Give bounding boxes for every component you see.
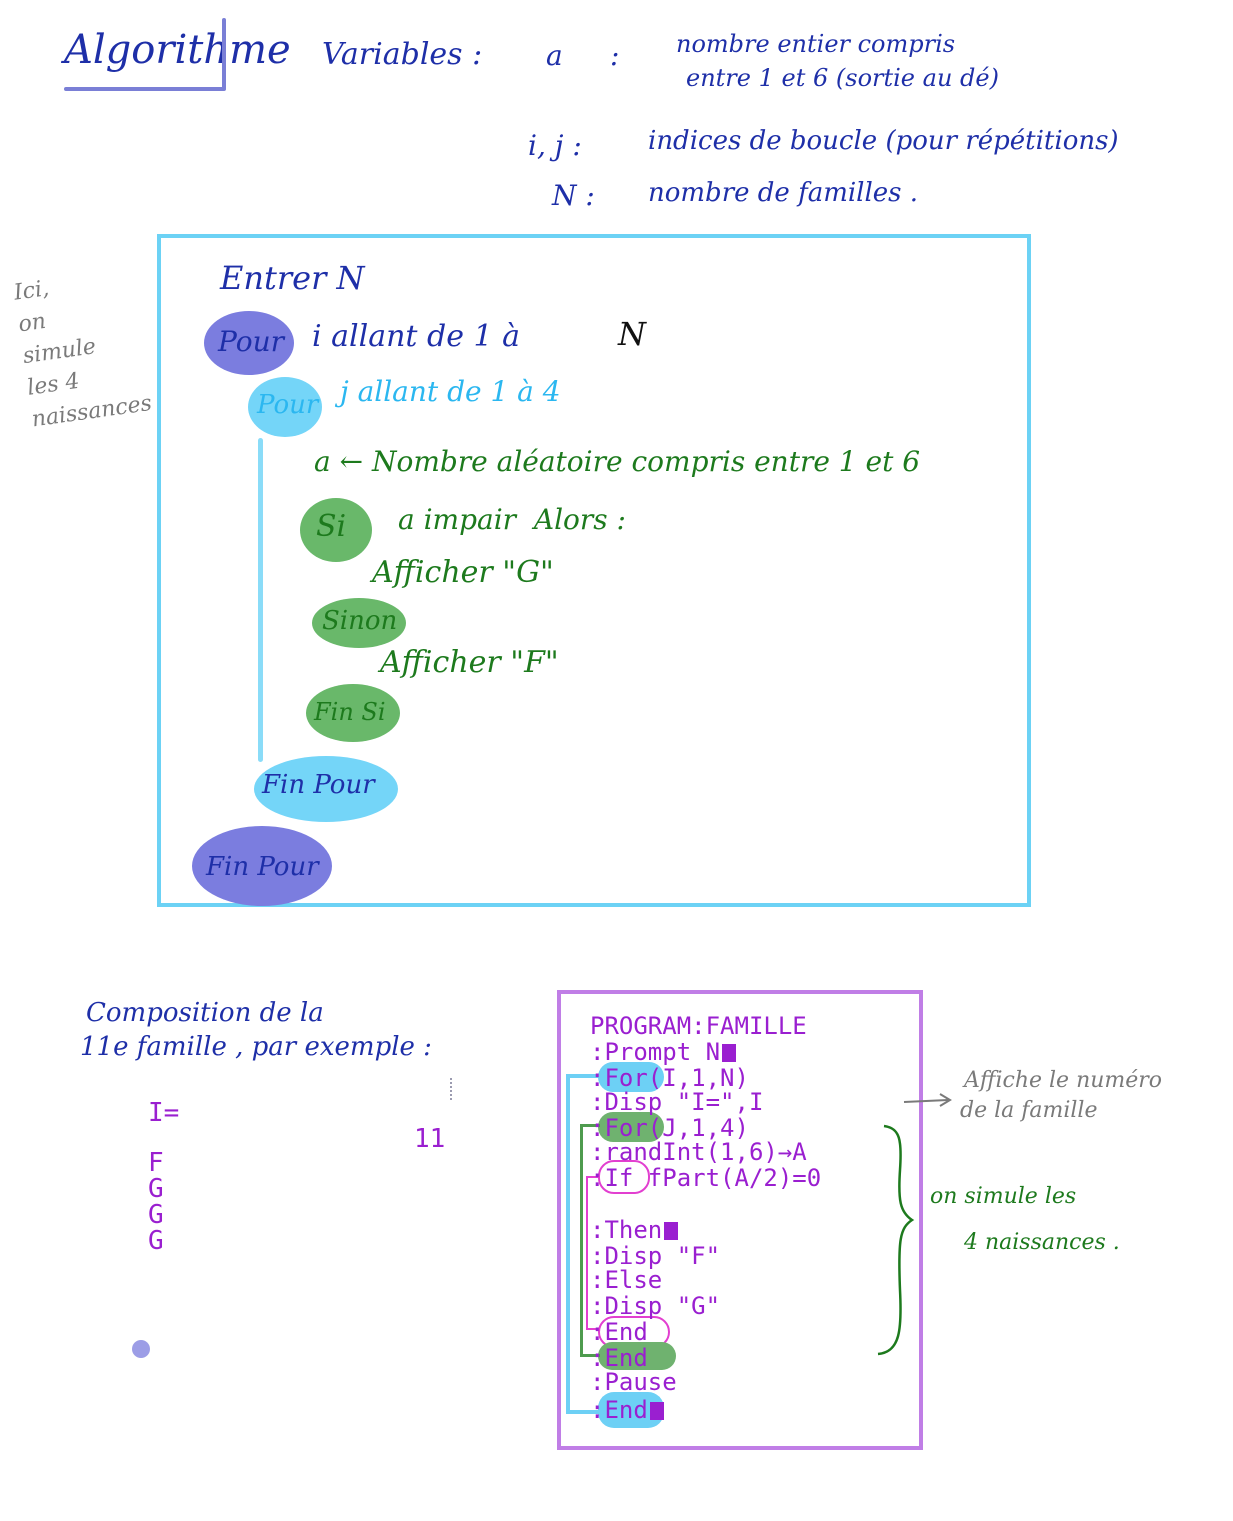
program-line: PROGRAM:FAMILLE [590, 1012, 807, 1040]
variable-n-description: nombre de familles . [648, 178, 919, 208]
variable-a-name: a [546, 39, 563, 72]
algo-pour-inner-keyword: Pour [257, 390, 319, 420]
inner-loop-line [258, 438, 263, 762]
highlight-end-inner [598, 1342, 676, 1370]
program-line: :Else [590, 1266, 663, 1294]
highlight-finpour-outer [192, 826, 332, 906]
variable-a-colon: : [610, 39, 620, 72]
dot-marker [132, 1340, 150, 1358]
inner-loop-bracket [580, 1124, 583, 1356]
cursor-block [649, 1402, 664, 1420]
variable-ij-name: i, j : [528, 129, 582, 162]
algo-pour-outer-keyword: Pour [218, 325, 284, 358]
algo-afficher-f: Afficher "F" [380, 645, 559, 680]
annotation-simule-line2: 4 naissances . [964, 1230, 1120, 1255]
program-line: :Prompt N [590, 1040, 737, 1064]
highlight-for-outer [598, 1062, 664, 1092]
program-line: :Then [590, 1218, 679, 1242]
screen-letter: F [148, 1148, 164, 1178]
algorithm-box [157, 234, 1031, 907]
highlight-si [300, 498, 372, 562]
program-line: :For(I,1,N) [590, 1064, 749, 1092]
program-line: :randInt(1,6)→A [590, 1138, 807, 1166]
if-bracket-bottom [586, 1328, 600, 1330]
program-line: :Pause [590, 1368, 677, 1396]
highlight-finpour-inner [254, 756, 398, 822]
annotation-simule-line1: on simule les [930, 1184, 1077, 1209]
composition-caption-line2: 11e famille , par exemple : [80, 1032, 432, 1062]
program-box [557, 990, 923, 1450]
outer-loop-bracket-top [566, 1074, 600, 1078]
curly-brace-icon [877, 1124, 915, 1356]
algo-finpour-outer-keyword: Fin Pour [206, 852, 319, 882]
variables-label: Variables : [322, 37, 483, 72]
variable-a-description-line1: nombre entier compris [676, 30, 956, 58]
algo-afficher-g: Afficher "G" [372, 555, 554, 590]
program-line: :Disp "F" [590, 1242, 721, 1270]
inner-loop-bracket-top [580, 1124, 600, 1127]
annotation-affiche-line1: Affiche le numéro [964, 1068, 1163, 1093]
screen-i-label: I= [148, 1098, 180, 1128]
screen-family-number: 11 [414, 1124, 446, 1154]
program-line: :For(J,1,4) [590, 1114, 749, 1142]
screen-letter: G [148, 1200, 164, 1230]
outer-loop-bracket-bottom [566, 1410, 600, 1414]
program-line: :End [590, 1344, 648, 1372]
algo-pour-outer-bound: N [618, 315, 646, 353]
algo-pour-outer-condition: i allant de 1 à [312, 319, 521, 354]
outer-loop-bracket [566, 1074, 570, 1414]
arrow-line [903, 1099, 949, 1103]
arrow-head-icon [939, 1093, 952, 1107]
program-line: :Disp "G" [590, 1292, 721, 1320]
program-line: :End [590, 1318, 648, 1346]
program-line: :End [590, 1398, 664, 1422]
algo-entrer: Entrer N [220, 259, 365, 297]
if-bracket [586, 1176, 588, 1330]
highlight-for-inner [598, 1112, 664, 1142]
variable-a-description-line2: entre 1 et 6 (sortie au dé) [686, 64, 999, 92]
algo-si-keyword: Si [316, 509, 347, 544]
highlight-finsi [306, 684, 400, 742]
screen-letter: G [148, 1174, 164, 1204]
algo-si-condition: a impair Alors : [398, 503, 626, 536]
title-side-bar [222, 18, 226, 90]
variable-ij-description: indices de boucle (pour répétitions) [648, 126, 1119, 156]
highlight-sinon [312, 598, 406, 648]
annotation-affiche-line2: de la famille [960, 1098, 1098, 1123]
algo-finpour-inner-keyword: Fin Pour [262, 770, 375, 800]
screen-scroll-dots [450, 1078, 454, 1100]
screen-letter: G [148, 1226, 164, 1256]
page-title: Algorithme [64, 27, 291, 73]
if-bracket-top [586, 1176, 600, 1178]
algo-random-assign: a ← Nombre aléatoire compris entre 1 et … [314, 445, 921, 478]
program-line: :Disp "I=",I [590, 1088, 764, 1116]
inner-loop-bracket-bottom [580, 1354, 600, 1357]
variable-n-name: N : [552, 179, 595, 212]
highlight-pour-outer [204, 311, 294, 375]
algo-sinon-keyword: Sinon [322, 606, 398, 636]
title-underline [64, 87, 226, 91]
highlight-pour-inner [248, 377, 322, 437]
program-line: :If fPart(A/2)=0 [590, 1164, 822, 1192]
composition-caption-line1: Composition de la [86, 998, 324, 1028]
cursor-block [664, 1222, 679, 1240]
algo-finsi-keyword: Fin Si [314, 698, 386, 726]
algo-pour-inner-condition: j allant de 1 à 4 [340, 375, 561, 408]
cursor-block [722, 1044, 737, 1062]
